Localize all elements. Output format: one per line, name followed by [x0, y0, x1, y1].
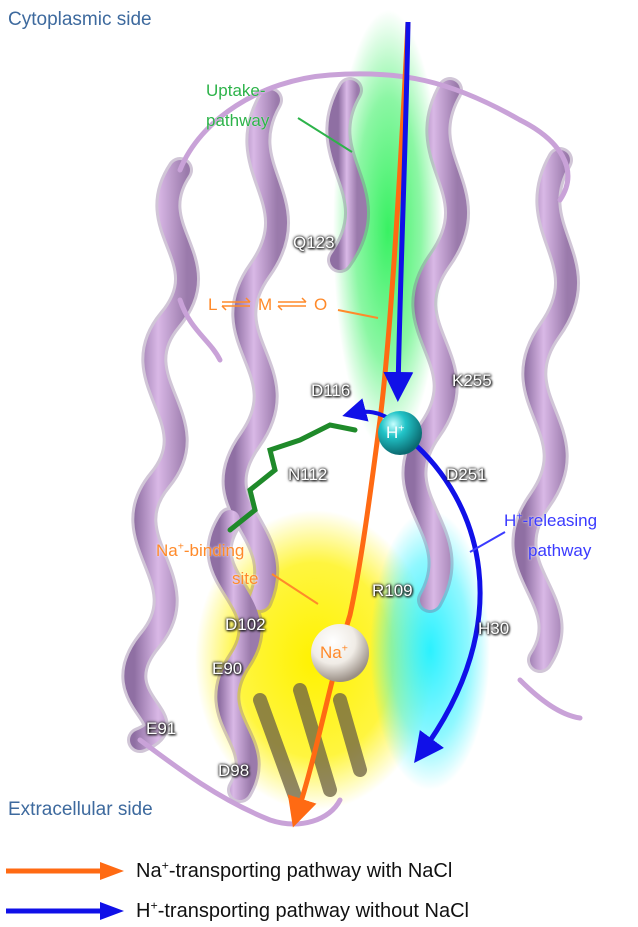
- residue-n112: N112: [288, 466, 327, 483]
- residue-q123: Q123: [293, 234, 335, 251]
- extracellular-side-label: Extracellular side: [8, 800, 153, 819]
- na-ion-symbol: Na: [320, 643, 342, 662]
- h-ion-symbol: H: [386, 423, 398, 442]
- h-releasing-pathway-line2: pathway: [528, 542, 591, 559]
- na-ion-charge: +: [342, 642, 348, 654]
- state-o: O: [314, 296, 327, 313]
- state-l: L: [208, 296, 217, 313]
- residue-d116: D116: [311, 382, 350, 399]
- uptake-pathway-label-line1: Uptake-: [206, 82, 266, 99]
- h-ion-label: H+: [386, 424, 404, 441]
- h-releasing-pathway-line1: H+-releasing: [504, 512, 597, 529]
- na-binding-site-line1: Na+-binding: [156, 542, 244, 559]
- residue-e91: E91: [146, 720, 176, 737]
- residue-d98: D98: [218, 762, 249, 779]
- legend-na-pathway: Na+-transporting pathway with NaCl: [136, 861, 452, 881]
- h-ion-charge: +: [398, 422, 404, 434]
- state-m: M: [258, 296, 272, 313]
- uptake-pathway-label-line2: pathway: [206, 112, 269, 129]
- na-binding-site-line2: site: [232, 570, 258, 587]
- blue-arrow-icon: [6, 902, 124, 920]
- legend-h-pathway: H+-transporting pathway without NaCl: [136, 901, 469, 921]
- na-ion-label: Na+: [320, 644, 348, 661]
- residue-d251: D251: [446, 466, 487, 483]
- residue-k255: K255: [452, 372, 492, 389]
- cytoplasmic-side-label: Cytoplasmic side: [8, 10, 152, 29]
- orange-arrow-icon: [6, 862, 124, 880]
- residue-d102: D102: [225, 616, 266, 633]
- residue-h30: H30: [478, 620, 509, 637]
- residue-e90: E90: [212, 660, 242, 677]
- residue-r109: R109: [372, 582, 413, 599]
